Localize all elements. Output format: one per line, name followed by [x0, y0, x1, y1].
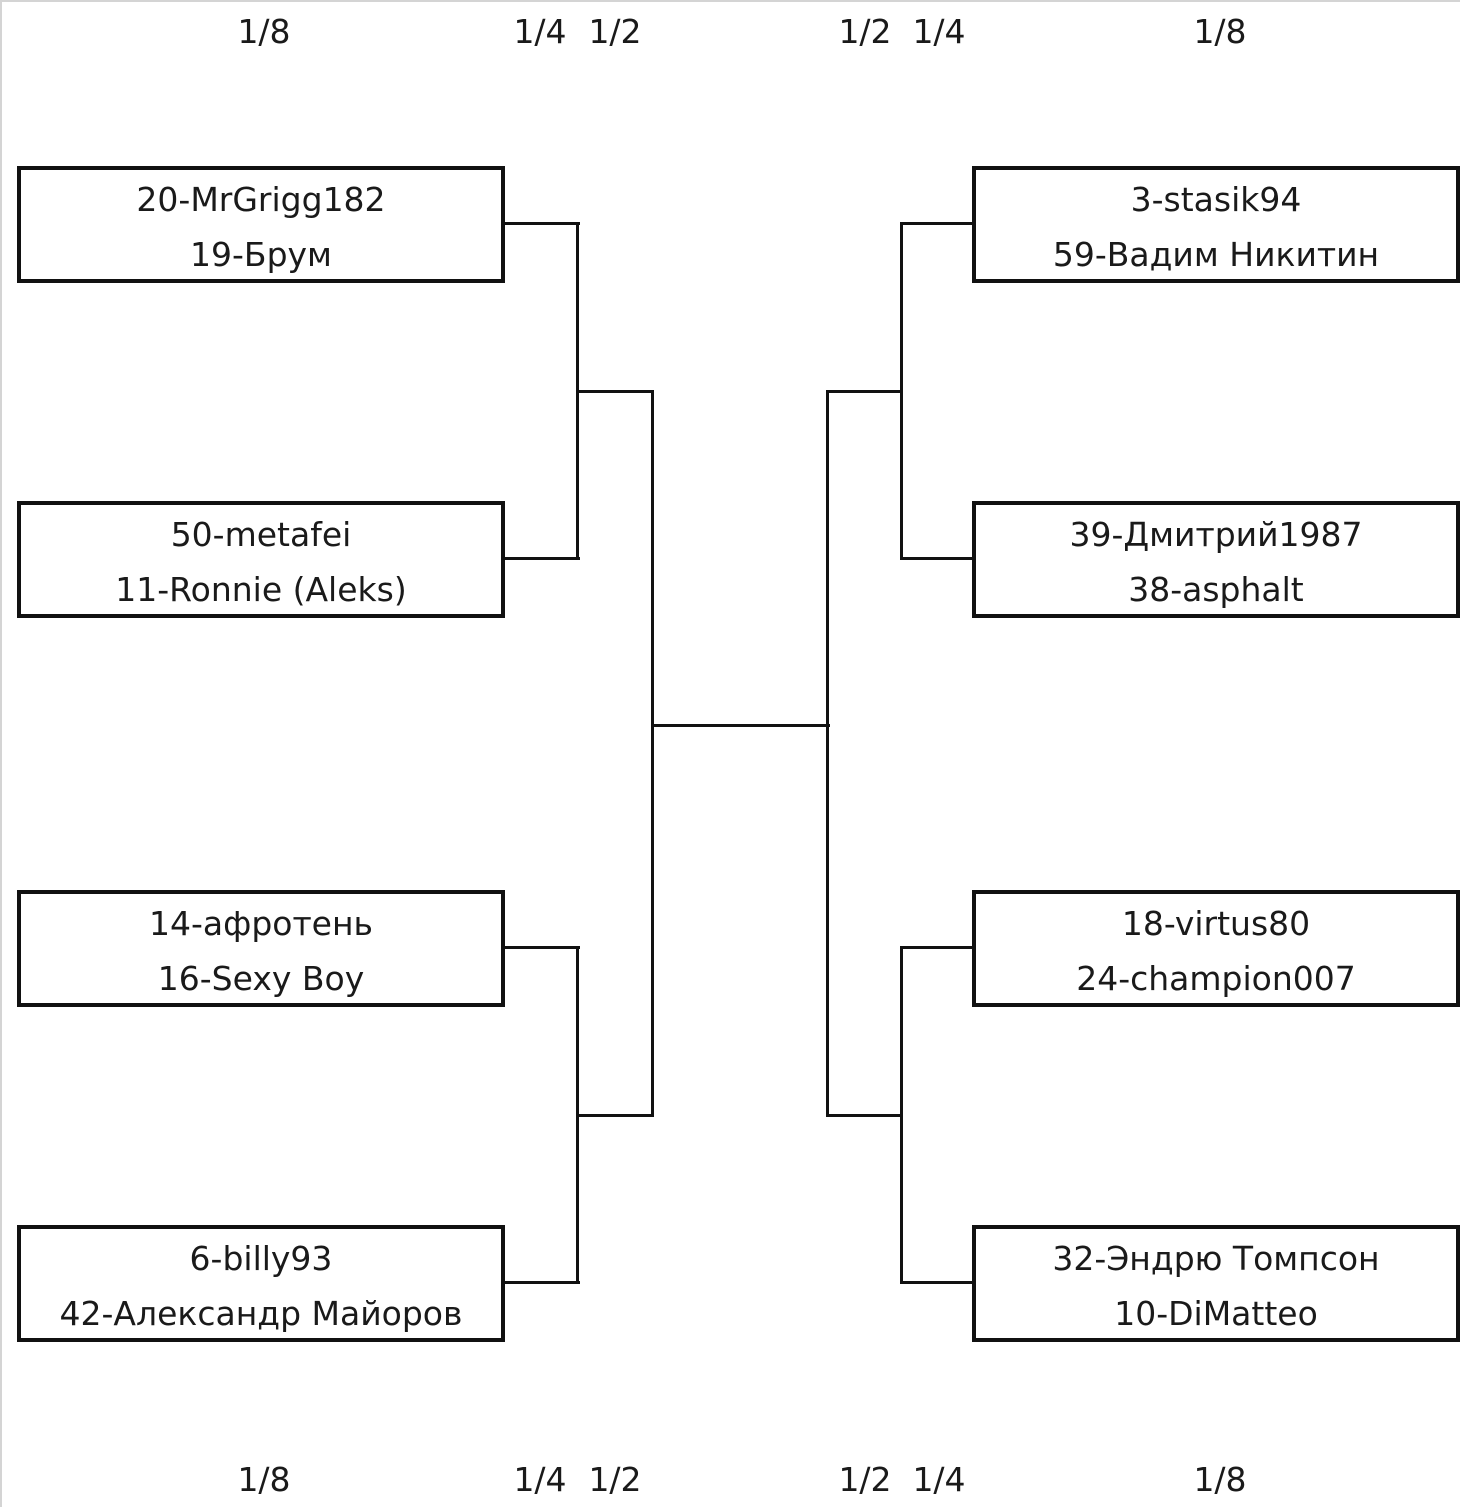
player-name: 50-metafei: [170, 515, 352, 554]
player-name: 10-DiMatteo: [1114, 1294, 1318, 1333]
round-label-top-right-1-4: 1/4: [912, 12, 966, 51]
match-box-right-1: 3-stasik94 59-Вадим Никитин: [972, 166, 1460, 283]
connector-line: [900, 946, 903, 1284]
round-label-bottom-right-1-4: 1/4: [912, 1460, 966, 1499]
connector-line: [505, 557, 580, 560]
match-box-right-4: 32-Эндрю Томпсон 10-DiMatteo: [972, 1225, 1460, 1342]
connector-line: [505, 946, 580, 949]
connector-line: [826, 390, 903, 393]
round-label-top-left-1-4: 1/4: [513, 12, 567, 51]
final-connector-line: [651, 724, 830, 727]
match-box-right-2: 39-Дмитрий1987 38-asphalt: [972, 501, 1460, 618]
connector-line: [900, 1281, 974, 1284]
player-name: 24-champion007: [1076, 959, 1356, 998]
player-name: 6-billy93: [189, 1239, 333, 1278]
connector-line: [505, 222, 580, 225]
connector-line: [576, 1114, 654, 1117]
player-name: 16-Sexy Boy: [157, 959, 365, 998]
round-label-bottom-left-1-4: 1/4: [513, 1460, 567, 1499]
player-name: 19-Брум: [190, 235, 332, 274]
round-label-top-left-1-2: 1/2: [588, 12, 642, 51]
match-box-left-1: 20-MrGrigg182 19-Брум: [17, 166, 505, 283]
frame-border-top: [0, 0, 1460, 2]
player-name: 32-Эндрю Томпсон: [1052, 1239, 1380, 1278]
connector-line: [826, 1114, 903, 1117]
player-name: 20-MrGrigg182: [136, 180, 386, 219]
connector-line: [651, 390, 654, 1117]
player-name: 14-афротень: [148, 904, 374, 943]
player-name: 18-virtus80: [1121, 904, 1311, 943]
round-label-bottom-right-1-2: 1/2: [838, 1460, 892, 1499]
connector-line: [900, 557, 974, 560]
round-label-bottom-left-1-8: 1/8: [237, 1460, 291, 1499]
round-label-bottom-left-1-2: 1/2: [588, 1460, 642, 1499]
connector-line: [900, 222, 903, 560]
player-name: 59-Вадим Никитин: [1052, 235, 1380, 274]
match-box-left-4: 6-billy93 42-Александр Майоров: [17, 1225, 505, 1342]
player-name: 11-Ronnie (Aleks): [115, 570, 407, 609]
player-name: 38-asphalt: [1128, 570, 1304, 609]
round-label-top-right-1-2: 1/2: [838, 12, 892, 51]
player-name: 3-stasik94: [1130, 180, 1302, 219]
round-label-top-right-1-8: 1/8: [1193, 12, 1247, 51]
connector-line: [826, 390, 829, 1117]
match-box-left-3: 14-афротень 16-Sexy Boy: [17, 890, 505, 1007]
player-name: 39-Дмитрий1987: [1069, 515, 1363, 554]
round-label-bottom-right-1-8: 1/8: [1193, 1460, 1247, 1499]
match-box-right-3: 18-virtus80 24-champion007: [972, 890, 1460, 1007]
frame-border-left: [0, 0, 2, 1507]
connector-line: [505, 1281, 580, 1284]
connector-line: [900, 946, 974, 949]
connector-line: [900, 222, 974, 225]
match-box-left-2: 50-metafei 11-Ronnie (Aleks): [17, 501, 505, 618]
round-label-top-left-1-8: 1/8: [237, 12, 291, 51]
player-name: 42-Александр Майоров: [59, 1294, 463, 1333]
connector-line: [576, 390, 654, 393]
